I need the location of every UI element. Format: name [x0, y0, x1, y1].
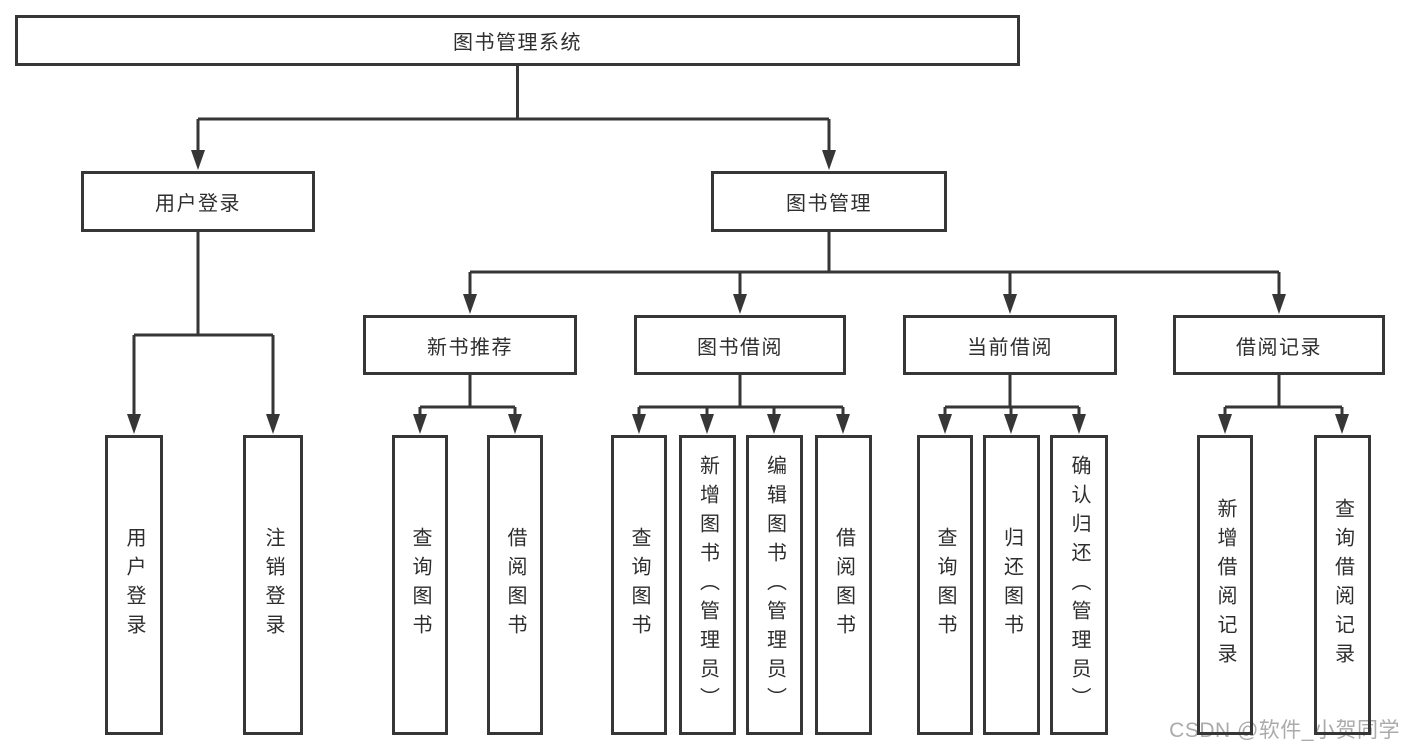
node-label: 借阅记录	[1236, 336, 1322, 359]
node-label: 用户登录	[155, 193, 241, 215]
node-label: 图书管理	[786, 193, 872, 215]
node-edit-books-admin: 编辑图书（管理员）	[746, 435, 803, 735]
node-query-books-recommend: 查询图书	[392, 435, 448, 735]
node-label: 新增借阅记录	[1214, 498, 1236, 672]
node-user-login: 用户登录	[81, 171, 315, 232]
watermark-text: CSDN @软件_小贺同学	[1169, 719, 1400, 742]
node-label: 编辑图书（管理员）	[763, 454, 786, 716]
node-label: 当前借阅	[967, 336, 1053, 359]
connector-current-borrow-to-leaves	[938, 375, 1086, 434]
node-label: 图书管理系统	[453, 32, 582, 54]
node-confirm-return-admin: 确认归还（管理员）	[1050, 435, 1108, 735]
node-add-borrow-record: 新增借阅记录	[1197, 435, 1253, 735]
node-add-books-admin: 新增图书（管理员）	[679, 435, 736, 735]
node-user-login-leaf: 用户登录	[105, 435, 163, 735]
node-label: 查询图书	[409, 527, 431, 643]
node-borrow-books-leaf: 借阅图书	[815, 435, 872, 735]
connector-book-borrow-to-leaves	[632, 375, 850, 434]
node-label: 查询图书	[628, 527, 650, 643]
node-return-books: 归还图书	[983, 435, 1040, 735]
node-label: 归还图书	[1000, 527, 1023, 643]
node-book-borrow: 图书借阅	[634, 315, 846, 375]
connector-new-books-to-leaves	[413, 375, 522, 434]
node-book-management: 图书管理	[711, 171, 947, 232]
connector-borrow-records-to-leaves	[1218, 375, 1349, 434]
node-label: 借阅图书	[504, 527, 526, 643]
node-new-book-recommend: 新书推荐	[363, 315, 577, 375]
node-label: 确认归还（管理员）	[1068, 454, 1090, 716]
connector-book-mgmt-to-level3	[463, 232, 1286, 314]
node-borrow-records: 借阅记录	[1173, 315, 1385, 375]
node-label: 用户登录	[123, 527, 145, 643]
node-query-borrow-record: 查询借阅记录	[1314, 435, 1371, 735]
node-label: 查询借阅记录	[1331, 498, 1354, 672]
connector-user-login-to-leaves	[127, 232, 280, 434]
node-current-borrow: 当前借阅	[903, 315, 1117, 375]
node-label: 新书推荐	[427, 336, 513, 359]
node-logout: 注销登录	[243, 435, 303, 735]
node-label: 图书借阅	[697, 336, 783, 359]
node-label: 新增图书（管理员）	[696, 454, 719, 716]
node-label: 借阅图书	[832, 527, 855, 643]
node-label: 注销登录	[262, 527, 284, 643]
node-label: 查询图书	[934, 527, 956, 643]
node-query-books-borrow: 查询图书	[611, 435, 667, 735]
node-query-books-current: 查询图书	[917, 435, 973, 735]
node-root: 图书管理系统	[15, 15, 1020, 66]
node-borrow-books-recommend: 借阅图书	[487, 435, 543, 735]
connector-root-to-level2	[191, 66, 836, 170]
